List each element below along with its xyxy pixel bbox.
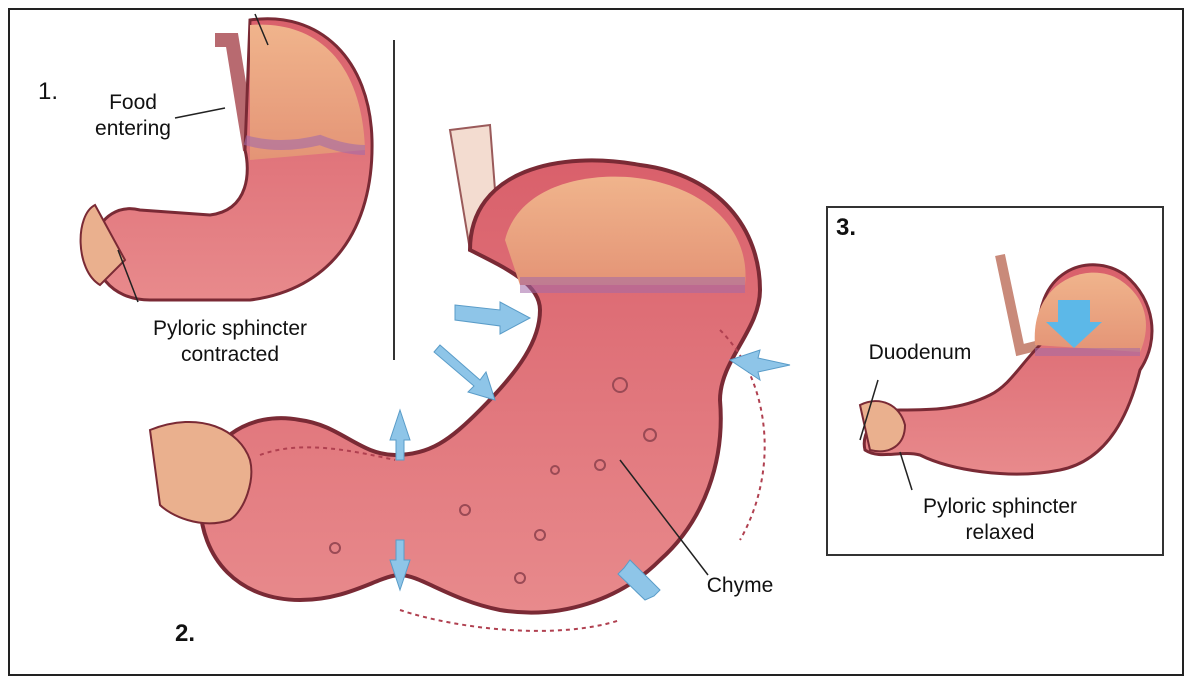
- duodenum-label: Duodenum: [855, 340, 985, 366]
- pyloric-sphincter-relaxed-label: Pyloric sphincter relaxed: [880, 494, 1120, 546]
- panel1-number: 1.: [38, 78, 58, 106]
- panel1-divider: [393, 40, 395, 360]
- panel3-number: 3.: [836, 214, 856, 242]
- pyloric-sphincter-contracted-label: Pyloric sphincter contracted: [110, 316, 350, 368]
- food-entering-label: Food entering: [88, 90, 178, 142]
- chyme-label: Chyme: [700, 573, 780, 599]
- panel1-stomach: [81, 14, 372, 302]
- panel2-number: 2.: [175, 620, 195, 648]
